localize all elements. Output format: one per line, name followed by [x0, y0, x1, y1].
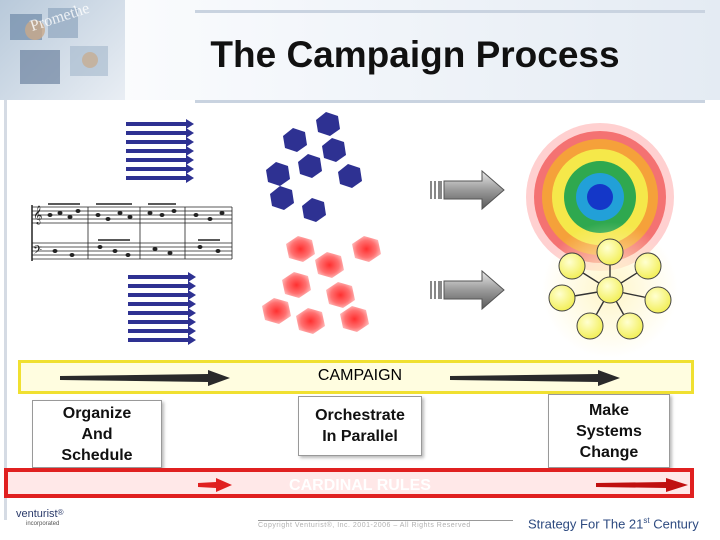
copyright-text: Copyright Venturist®, Inc. 2001-2006 – A… — [258, 522, 471, 529]
arrow-icon-top — [430, 169, 505, 211]
blue-hexagon-cluster — [266, 112, 362, 222]
arrow-icon-bottom — [430, 269, 505, 311]
strategy-suffix: Century — [649, 516, 699, 532]
arrow-stack-top — [126, 119, 194, 183]
cardinal-rules-label: CARDINAL RULES — [289, 477, 431, 494]
logo-image: Promethe — [0, 0, 125, 100]
red-hexagon-cluster — [262, 236, 381, 334]
header-top-rule — [195, 10, 705, 13]
strategy-sup: st — [643, 516, 650, 525]
box-middle-line-2: In Parallel — [322, 428, 398, 445]
hub-network-icon — [542, 222, 678, 358]
brand-subtitle: incorporated — [26, 521, 60, 527]
brand-name: venturist — [16, 508, 58, 520]
header-bottom-rule — [195, 100, 705, 103]
campaign-label: CAMPAIGN — [317, 367, 403, 384]
organize-schedule-box: Organize And Schedule — [32, 400, 162, 468]
box-left-line-3: Schedule — [61, 446, 133, 464]
cardinal-rules-bar — [4, 468, 694, 498]
arrow-stack-bottom — [128, 272, 196, 345]
strategy-tagline: Strategy For The 21st Century — [528, 516, 699, 531]
footer-rule — [258, 520, 513, 521]
cardinal-arrows — [198, 478, 688, 492]
brand-mark: ® — [57, 508, 64, 517]
slide-title: The Campaign Process — [210, 34, 620, 75]
sheet-music-image: 𝄞 𝄢 — [28, 198, 233, 270]
strategy-prefix: Strategy For The 21 — [528, 516, 644, 532]
campaign-arrows — [60, 370, 620, 386]
orchestrate-parallel-box: Orchestrate In Parallel — [298, 396, 422, 456]
box-middle-line-1: Orchestrate — [315, 407, 405, 424]
svg-text:𝄞: 𝄞 — [33, 205, 42, 225]
box-right-line-2: Systems — [576, 422, 642, 440]
box-left-line-2: And — [81, 425, 113, 443]
venturist-logo: venturist® — [16, 508, 63, 520]
box-right-line-3: Change — [579, 443, 639, 461]
make-systems-change-box: Make Systems Change — [548, 394, 670, 468]
box-left-line-1: Organize — [62, 404, 132, 422]
box-right-line-1: Make — [588, 401, 629, 419]
svg-text:𝄢: 𝄢 — [33, 244, 42, 260]
left-rule — [4, 100, 7, 520]
process-diagram: 𝄞 𝄢 — [28, 112, 678, 358]
